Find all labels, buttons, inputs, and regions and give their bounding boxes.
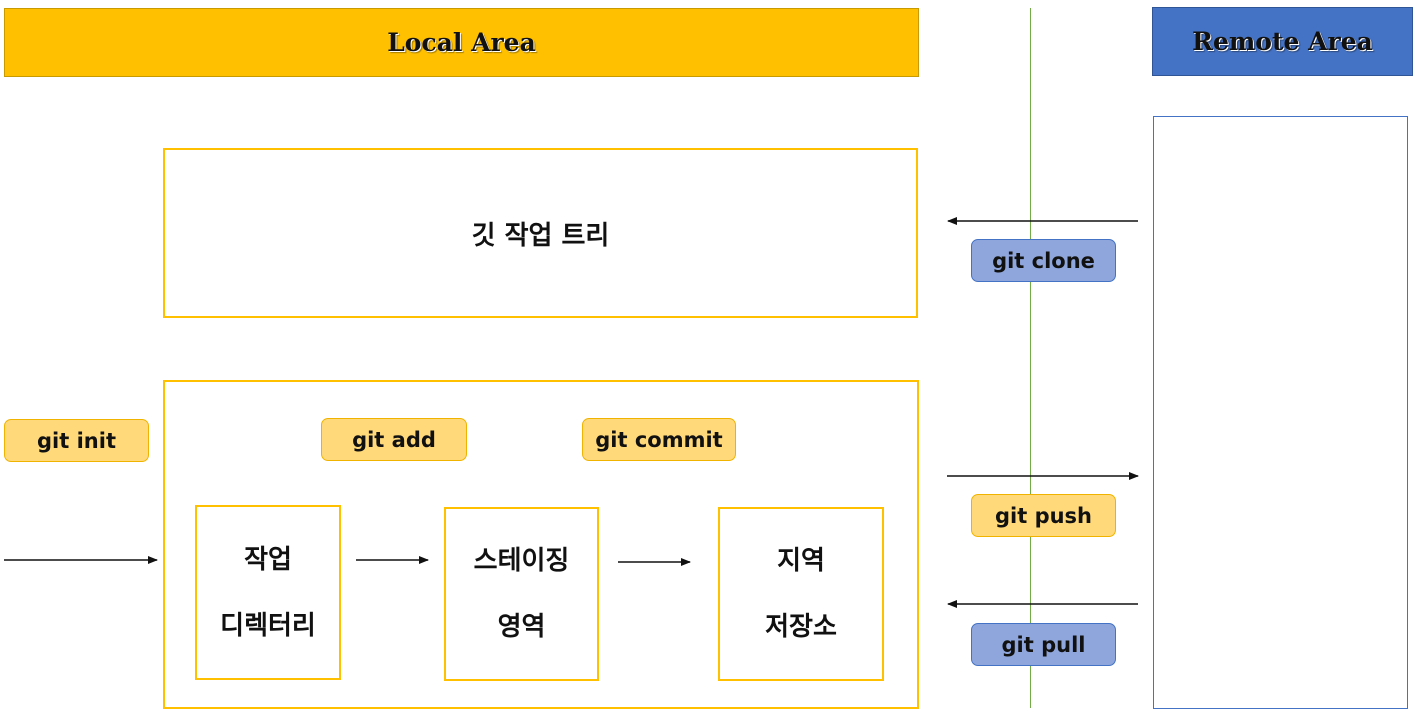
staging-area-box: 스테이징 영역 bbox=[444, 507, 599, 681]
git-clone-label: git clone bbox=[992, 248, 1095, 273]
local-area-title: Local Area bbox=[387, 28, 536, 57]
git-add-command: git add bbox=[321, 418, 467, 461]
staging-area-label-line2: 영역 bbox=[497, 612, 546, 642]
local-area-banner: Local Area bbox=[4, 8, 919, 77]
working-directory-label-line2: 디렉터리 bbox=[220, 610, 316, 641]
git-commit-label: git commit bbox=[595, 427, 723, 452]
git-worktree-label: 깃 작업 트리 bbox=[471, 220, 610, 251]
remote-repository-box bbox=[1153, 116, 1408, 709]
git-worktree-box: 깃 작업 트리 bbox=[163, 148, 918, 318]
git-clone-command: git clone bbox=[971, 239, 1116, 282]
local-repository-label-line2: 저장소 bbox=[765, 612, 837, 642]
git-commit-command: git commit bbox=[582, 418, 736, 461]
git-init-label: git init bbox=[37, 428, 116, 453]
area-divider-line bbox=[1030, 8, 1031, 708]
staging-area-label-line1: 스테이징 bbox=[473, 546, 570, 576]
working-directory-box: 작업 디렉터리 bbox=[195, 505, 341, 680]
local-repository-box: 지역 저장소 bbox=[718, 507, 884, 681]
git-add-label: git add bbox=[352, 427, 436, 452]
git-pull-label: git pull bbox=[1001, 632, 1086, 657]
git-push-label: git push bbox=[994, 503, 1092, 528]
remote-area-banner: Remote Area bbox=[1152, 7, 1413, 76]
remote-area-title: Remote Area bbox=[1192, 27, 1373, 56]
git-push-command: git push bbox=[971, 494, 1116, 537]
git-init-command: git init bbox=[4, 419, 149, 462]
git-pull-command: git pull bbox=[971, 623, 1116, 666]
working-directory-label-line1: 작업 bbox=[244, 544, 292, 575]
local-repository-label-line1: 지역 bbox=[777, 546, 825, 576]
